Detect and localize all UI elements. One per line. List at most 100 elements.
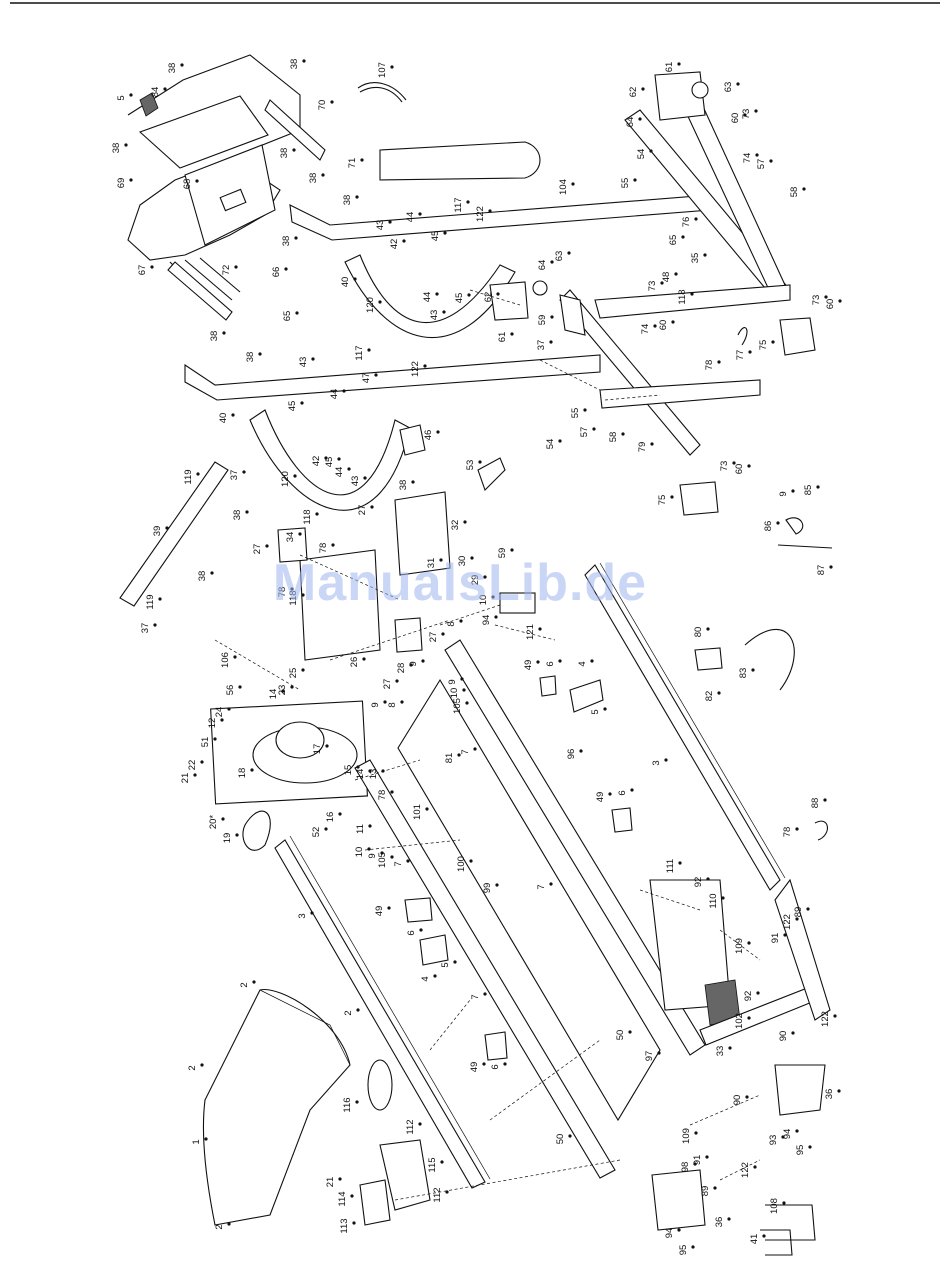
part-callout-c-42b: 42 xyxy=(311,456,322,467)
part-fastener-dot xyxy=(227,707,231,711)
part-callout-c-2c: 2 xyxy=(187,1065,198,1070)
part-callout-c-91a: 91 xyxy=(770,933,781,944)
part-fastener-dot xyxy=(628,1030,632,1034)
part-fastener-dot xyxy=(213,737,217,741)
part-fastener-dot xyxy=(441,632,445,636)
part-callout-c-6b: 6 xyxy=(617,790,628,795)
part-fastener-dot xyxy=(713,1186,717,1190)
part-fastener-dot xyxy=(824,295,828,299)
part-callout-c-6d: 6 xyxy=(490,1064,501,1069)
part-callout-c-90b: 90 xyxy=(732,1095,743,1106)
part-fastener-dot xyxy=(356,765,360,769)
part-callout-c-81: 81 xyxy=(444,753,455,764)
part-fastener-dot xyxy=(281,689,285,693)
part-fastener-dot xyxy=(693,1162,697,1166)
wheel-6c xyxy=(404,897,433,923)
part-fastener-dot xyxy=(806,907,810,911)
part-callout-c-14b: 14 xyxy=(355,769,366,780)
part-callout-c-38b: 38 xyxy=(289,59,300,70)
part-callout-c-106: 106 xyxy=(220,652,231,668)
part-callout-c-89a: 89 xyxy=(793,907,804,918)
part-callout-c-93: 93 xyxy=(768,1135,779,1146)
part-callout-c-118b: 118 xyxy=(302,509,313,524)
part-callout-c-87: 87 xyxy=(816,565,827,576)
part-fastener-dot xyxy=(510,548,514,552)
part-fastener-dot xyxy=(290,587,294,591)
motor-mount-26 xyxy=(299,549,381,661)
part-fastener-dot xyxy=(150,265,154,269)
part-callout-c-2d: 2 xyxy=(214,1224,225,1229)
part-callout-c-34: 34 xyxy=(285,532,296,543)
part-fastener-dot xyxy=(833,1014,837,1018)
part-callout-c-84: 84 xyxy=(150,87,161,98)
part-fastener-dot xyxy=(124,143,128,147)
part-fastener-dot xyxy=(222,331,226,335)
part-fastener-dot xyxy=(153,623,157,627)
part-callout-c-43a: 43 xyxy=(375,220,386,231)
part-callout-c-61b: 61 xyxy=(664,62,675,73)
part-fastener-dot xyxy=(549,882,553,886)
part-fastener-dot xyxy=(158,597,162,601)
wheel-6a xyxy=(539,675,557,697)
part-callout-c-54a: 54 xyxy=(636,149,647,160)
part-fastener-dot xyxy=(337,457,341,461)
part-callout-c-117a: 117 xyxy=(453,197,464,212)
part-fastener-dot xyxy=(400,700,404,704)
part-callout-c-60c: 60 xyxy=(825,299,836,310)
belt-19 xyxy=(242,810,271,851)
part-callout-c-9e: 9 xyxy=(367,853,378,858)
part-fastener-dot xyxy=(302,59,306,63)
part-fastener-dot xyxy=(315,512,319,516)
part-callout-c-73b: 73 xyxy=(647,281,658,292)
part-callout-c-26: 26 xyxy=(349,657,360,668)
endcap-98 xyxy=(651,1169,706,1231)
part-callout-c-21b: 21 xyxy=(325,1177,336,1188)
part-fastener-dot xyxy=(473,747,477,751)
part-fastener-dot xyxy=(380,851,384,855)
part-callout-c-12: 12 xyxy=(207,718,218,729)
part-callout-c-90a: 90 xyxy=(778,1031,789,1042)
part-fastener-dot xyxy=(258,352,262,356)
part-callout-c-112b: 112 xyxy=(432,1187,443,1202)
motor-hood-1 xyxy=(202,989,351,1226)
part-callout-c-38h: 38 xyxy=(209,331,220,342)
power-part-80 xyxy=(694,647,723,671)
part-callout-c-43c: 43 xyxy=(298,357,309,368)
part-fastener-dot xyxy=(331,543,335,547)
part-fastener-dot xyxy=(550,260,554,264)
part-fastener-dot xyxy=(653,324,657,328)
part-callout-c-51: 51 xyxy=(200,737,211,748)
part-callout-c-94: 94 xyxy=(481,615,492,626)
part-fastener-dot xyxy=(411,480,415,484)
part-fastener-dot xyxy=(388,220,392,224)
part-fastener-dot xyxy=(352,1221,356,1225)
part-fastener-dot xyxy=(242,470,246,474)
part-callout-c-121: 121 xyxy=(525,624,536,640)
part-callout-c-79: 79 xyxy=(637,442,648,453)
part-fastener-dot xyxy=(467,293,471,297)
part-callout-c-89b: 89 xyxy=(700,1186,711,1197)
part-callout-c-105a: 105 xyxy=(452,698,463,714)
part-callout-c-27a: 27 xyxy=(357,505,368,516)
part-callout-c-86: 86 xyxy=(763,521,774,532)
part-callout-c-71: 71 xyxy=(347,158,358,169)
part-fastener-dot xyxy=(657,1051,661,1055)
console-grip-right xyxy=(264,99,326,161)
part-fastener-dot xyxy=(200,760,204,764)
part-fastener-dot xyxy=(681,235,685,239)
part-fastener-dot xyxy=(347,467,351,471)
part-fastener-dot xyxy=(717,360,721,364)
part-callout-c-45d: 45 xyxy=(324,457,335,468)
part-callout-c-65a: 65 xyxy=(282,311,293,322)
part-fastener-dot xyxy=(252,980,256,984)
part-fastener-dot xyxy=(387,906,391,910)
part-callout-c-7c: 7 xyxy=(536,884,547,889)
part-callout-c-42a: 42 xyxy=(389,239,400,250)
part-callout-c-9b: 9 xyxy=(408,661,419,666)
part-fastener-dot xyxy=(494,615,498,619)
part-fastener-dot xyxy=(829,565,833,569)
part-fastener-dot xyxy=(754,109,758,113)
part-callout-c-111: 111 xyxy=(665,859,676,873)
part-fastener-dot xyxy=(538,627,542,631)
